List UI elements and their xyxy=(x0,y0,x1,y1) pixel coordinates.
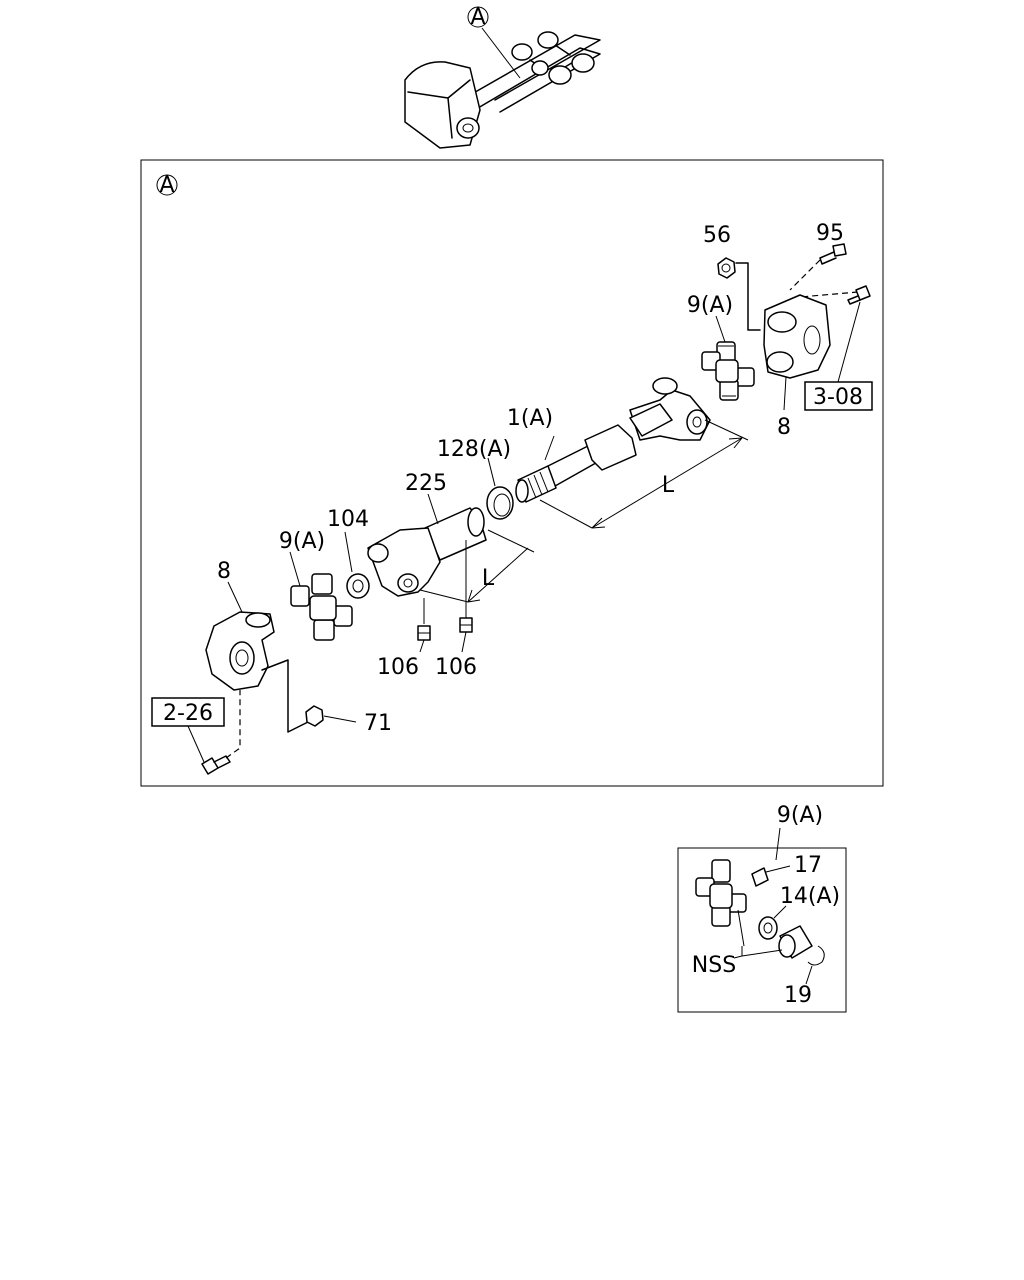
ref-label-2-26: 2-26 xyxy=(163,701,213,726)
detail-frame xyxy=(140,159,884,787)
part-3-08-bolt xyxy=(837,285,871,383)
label-L-long: L xyxy=(662,473,675,498)
ref-label-3-08: 3-08 xyxy=(813,385,863,410)
grease-nipple-106-b xyxy=(459,617,473,653)
propeller-shaft xyxy=(515,403,673,503)
grease-nipple-106-a xyxy=(417,598,431,653)
callout-letter-frame: A xyxy=(159,173,174,198)
seal-128a xyxy=(486,457,514,520)
label-14a: 14(A) xyxy=(780,884,840,909)
label-95: 95 xyxy=(816,221,844,246)
label-106-b: 106 xyxy=(435,655,477,680)
bolt-2-26 xyxy=(187,690,241,775)
label-56: 56 xyxy=(703,223,731,248)
part-95-bolt xyxy=(789,243,859,298)
slip-yoke-225 xyxy=(367,493,487,597)
label-9a-left: 9(A) xyxy=(279,529,325,554)
u-joint-left xyxy=(289,551,353,641)
label-17: 17 xyxy=(794,853,822,878)
callout-letter-top: A xyxy=(470,5,485,30)
u-joint-top xyxy=(701,315,755,401)
label-128a: 128(A) xyxy=(437,437,511,462)
label-9a-top: 9(A) xyxy=(687,293,733,318)
inset-seal xyxy=(758,905,787,940)
inset-grease-nipple xyxy=(751,865,791,887)
dimension-L-long xyxy=(539,419,749,529)
label-nss: NSS xyxy=(692,953,736,978)
label-106-a: 106 xyxy=(377,655,419,680)
label-19: 19 xyxy=(784,983,812,1008)
seal-104 xyxy=(344,531,370,599)
flange-yoke-left xyxy=(205,581,313,733)
ref-box-2-26 xyxy=(151,697,225,727)
dimension-L-short xyxy=(419,529,535,620)
label-71: 71 xyxy=(364,711,392,736)
inset-frame xyxy=(677,847,847,1013)
label-L-short: L xyxy=(482,566,495,591)
part-56-nut xyxy=(717,257,761,331)
inset-u-joint xyxy=(695,859,747,947)
inset-snap-ring xyxy=(805,945,825,985)
label-225: 225 xyxy=(405,471,447,496)
label-104: 104 xyxy=(327,507,369,532)
label-1a: 1(A) xyxy=(507,406,553,431)
inset-nss-leader xyxy=(733,946,783,959)
inset-bearing-cup xyxy=(778,925,813,959)
flange-yoke-right xyxy=(763,294,831,411)
ref-box-3-08 xyxy=(804,381,873,411)
label-8-right: 8 xyxy=(777,415,791,440)
label-9a-inset: 9(A) xyxy=(777,803,823,828)
label-8-left: 8 xyxy=(217,559,231,584)
nut-71 xyxy=(305,705,357,727)
truck-overview: A xyxy=(404,5,601,149)
